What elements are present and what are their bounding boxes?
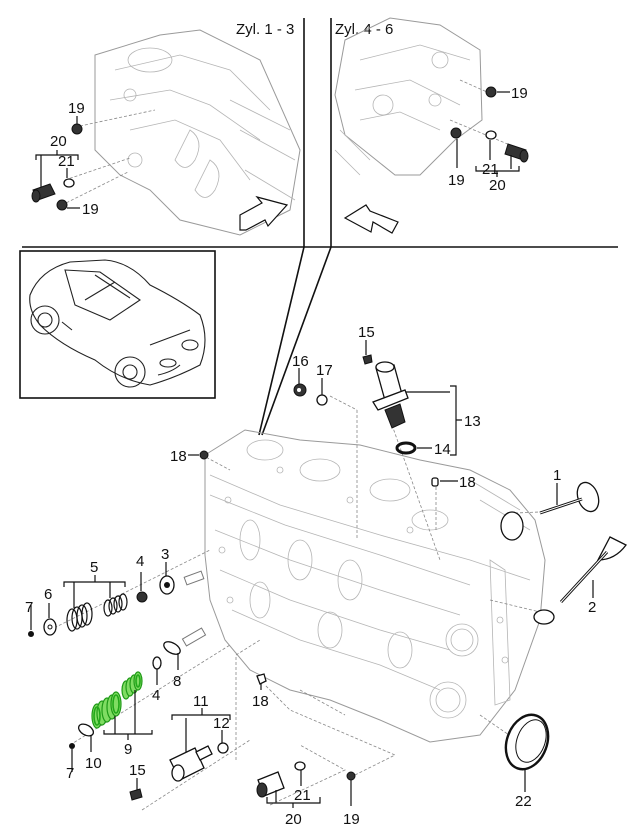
valve-seat-ring-lower [533, 609, 555, 625]
callout-8[interactable]: 8 [173, 673, 181, 690]
part-17-oring: 17 [316, 362, 333, 406]
part-19-plug-lower-icon [56, 199, 68, 211]
frame-lines [22, 18, 618, 436]
callout-20-bottom[interactable]: 20 [285, 811, 302, 828]
part-20-solenoid-bottom: 20 [256, 771, 321, 828]
callout-20-left[interactable]: 20 [50, 133, 67, 150]
callout-11[interactable]: 11 [193, 693, 209, 710]
valve-guide-lower [181, 627, 207, 647]
callout-4-upper[interactable]: 4 [136, 553, 144, 570]
callout-18-right[interactable]: 18 [459, 474, 476, 491]
inset-cyl-4-6: Zyl. 4 - 6 19 19 21 20 [334, 17, 529, 234]
part-2-exhaust-valve: 2 [559, 536, 627, 616]
inset-title-left: Zyl. 1 - 3 [236, 21, 294, 38]
part-4-valve-keeper-lower: 4 [152, 656, 162, 704]
callout-21-left[interactable]: 21 [58, 153, 75, 170]
callout-21-right[interactable]: 21 [482, 161, 499, 178]
part-1-intake-valve: 1 [539, 467, 600, 515]
callout-12[interactable]: 12 [213, 715, 230, 732]
inset-title-right: Zyl. 4 - 6 [335, 21, 393, 38]
part-22-shaft-seal: 22 [504, 713, 550, 810]
part-9-valve-springs-highlighted[interactable]: 9 [91, 671, 153, 758]
leader-to-engine-left [258, 246, 305, 436]
inset-cyl-1-3: Zyl. 1 - 3 19 20 21 19 [31, 21, 301, 236]
callout-19-left-lower[interactable]: 19 [82, 201, 99, 218]
callout-17[interactable]: 17 [316, 362, 333, 379]
part-7-retainer-lower: 7 [66, 743, 75, 782]
part-15-bolt-bottom: 15 [129, 762, 146, 801]
leader-to-engine-right [261, 246, 332, 436]
callout-2[interactable]: 2 [588, 599, 596, 616]
part-15-bolt-top: 15 [358, 324, 375, 365]
vehicle-thumbnail-frame [19, 250, 216, 399]
part-21-oring-bottom: 21 [294, 761, 311, 804]
callout-18-bottom[interactable]: 18 [252, 693, 269, 710]
part-4-valve-keeper-upper: 4 [136, 553, 148, 603]
cylinder-head-sketch-left [94, 29, 301, 236]
part-19-plug-icon [71, 123, 83, 135]
valve-seat-ring-upper [500, 511, 524, 541]
cylinder-head-main [204, 429, 546, 743]
part-3-valve-seal: 3 [159, 546, 175, 595]
part-5-valve-springs: 5 [63, 559, 128, 632]
callout-10[interactable]: 10 [85, 755, 102, 772]
valve-guide-upper [183, 570, 205, 586]
callout-6[interactable]: 6 [44, 586, 52, 603]
car-outline-icon [29, 259, 206, 388]
part-14-seal: 14 [395, 441, 451, 458]
part-13-solenoid: 13 [372, 361, 481, 456]
part-18-plug-right: 18 [431, 474, 476, 491]
part-10-spring-seat-lower: 10 [77, 723, 102, 772]
part-7-retainer-upper: 7 [25, 599, 34, 637]
part-21-oring-icon [63, 178, 75, 188]
callout-20-right[interactable]: 20 [489, 177, 506, 194]
part-20-solenoid-icon [31, 183, 56, 203]
callout-9[interactable]: 9 [124, 741, 132, 758]
part-6-spring-seat: 6 [43, 586, 57, 636]
callout-5[interactable]: 5 [90, 559, 98, 576]
part-21-oring-right-icon [485, 130, 497, 140]
callout-19-right-upper[interactable]: 19 [511, 85, 528, 102]
callout-4-lower[interactable]: 4 [152, 687, 160, 704]
part-19-plug-right-upper-icon [485, 86, 497, 98]
callout-21-bottom[interactable]: 21 [294, 787, 311, 804]
callout-15-top[interactable]: 15 [358, 324, 375, 341]
callout-14[interactable]: 14 [434, 441, 451, 458]
part-19-plug-bottom: 19 [343, 771, 360, 828]
callout-15-bottom[interactable]: 15 [129, 762, 146, 779]
vehicle-thumbnail [19, 250, 216, 399]
part-8-valve-seal-lower: 8 [163, 641, 181, 690]
callout-13[interactable]: 13 [464, 413, 481, 430]
part-19-plug-right-lower-icon [450, 127, 462, 139]
callout-19-right-lower[interactable]: 19 [448, 172, 465, 189]
part-20-solenoid-right-icon [504, 143, 529, 163]
part-11-camshaft-solenoid: 11 [169, 693, 231, 782]
part-18-plug-bottom: 18 [252, 673, 269, 710]
callout-7-lower[interactable]: 7 [66, 765, 74, 782]
part-12-oring: 12 [213, 715, 230, 754]
callout-3[interactable]: 3 [161, 546, 169, 563]
callout-1[interactable]: 1 [553, 467, 561, 484]
callout-22[interactable]: 22 [515, 793, 532, 810]
callout-19-bottom[interactable]: 19 [343, 811, 360, 828]
callout-18-left[interactable]: 18 [170, 448, 187, 465]
cylinder-head-sketch-right [334, 17, 483, 176]
callout-7-upper[interactable]: 7 [25, 599, 33, 616]
callout-19-left-upper[interactable]: 19 [68, 100, 85, 117]
direction-arrow-left [239, 195, 289, 231]
part-16-cap: 16 [292, 353, 309, 397]
callout-16[interactable]: 16 [292, 353, 309, 370]
direction-arrow-right [343, 204, 399, 234]
part-18-plug-left: 18 [170, 448, 209, 465]
